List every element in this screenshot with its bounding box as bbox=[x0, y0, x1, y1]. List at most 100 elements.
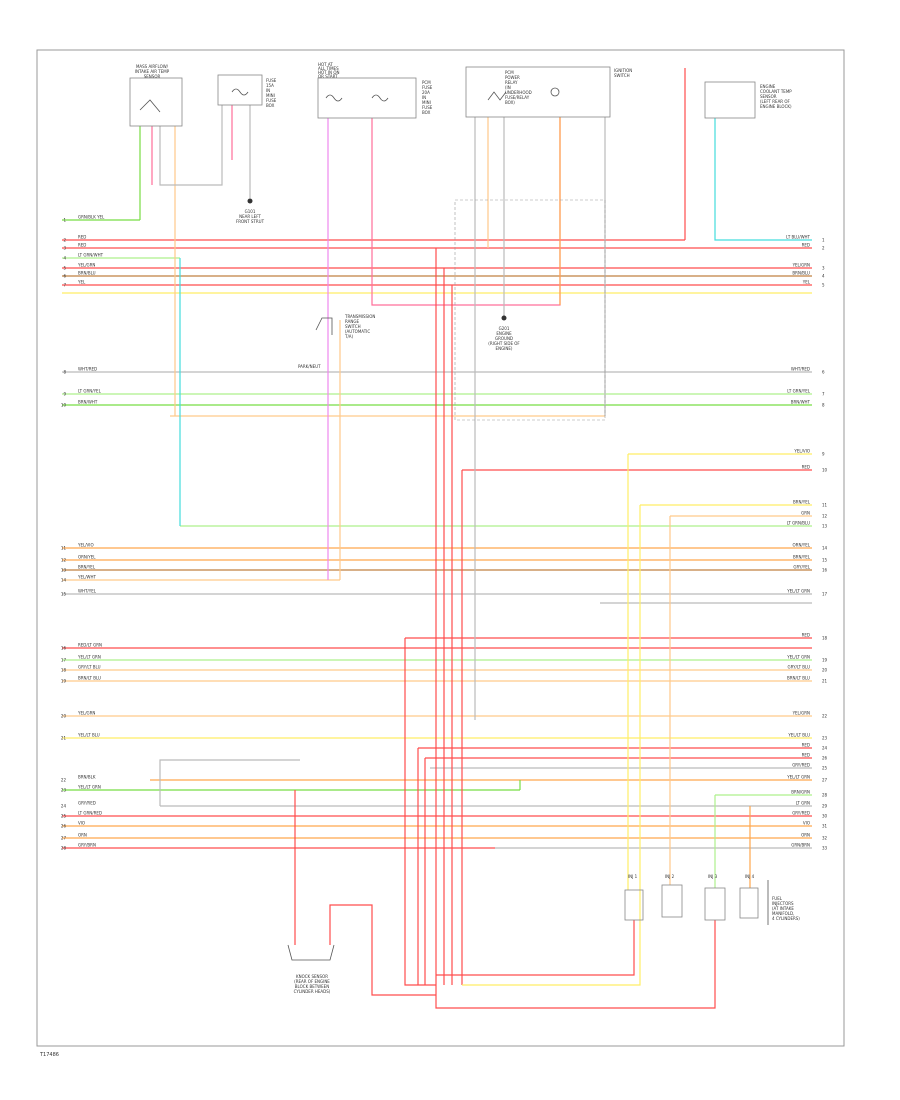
ground-left-label-line-2: NEAR LEFT bbox=[239, 214, 261, 219]
pin-right-4: 4 bbox=[822, 274, 825, 279]
wire-code-right-21: BRN/LT BLU bbox=[787, 676, 810, 681]
wire-code-right-26: RED bbox=[802, 753, 810, 758]
transmission-switch-label-line-3: SWITCH bbox=[345, 324, 361, 329]
wire-code-left-18: GRY/LT BLU bbox=[78, 665, 101, 670]
knock-sensor-label-line-3: BLOCK BETWEEN bbox=[295, 984, 329, 989]
wire-code-right-15: BRN/YEL bbox=[793, 555, 811, 560]
pin-right-15: 15 bbox=[822, 558, 828, 563]
pin-right-22: 22 bbox=[822, 714, 828, 719]
injector-1-box bbox=[624, 889, 644, 921]
inj2-wire-yellow bbox=[462, 505, 641, 986]
inj3-return-red bbox=[435, 920, 716, 1009]
pin-right-1: 1 bbox=[822, 238, 825, 243]
pin-right-32: 32 bbox=[822, 836, 828, 841]
wire-code-right-2: RED bbox=[802, 243, 810, 248]
wire-code-right-1: LT BLU/WHT bbox=[786, 235, 810, 240]
pin-left-4: 4 bbox=[63, 256, 66, 261]
wire-code-left-1: GRN/BLK YEL bbox=[78, 215, 105, 220]
fuses-mid-label-line-6: FUSE bbox=[422, 105, 433, 110]
pin-left-25: 25 bbox=[61, 814, 67, 819]
injector-2-box bbox=[661, 884, 683, 918]
pin-left-12: 12 bbox=[61, 558, 67, 563]
pin-left-10: 10 bbox=[61, 403, 67, 408]
wire-code-left-6: BRN/BLU bbox=[78, 271, 96, 276]
ground-left-label-line-3: FRONT STRUT bbox=[236, 219, 265, 224]
pcm-relay-label-line-2: POWER bbox=[505, 75, 520, 80]
pin-left-3: 3 bbox=[63, 246, 66, 251]
pin-right-23: 23 bbox=[822, 736, 828, 741]
knock-sensor-label-line-2: (REAR OF ENGINE bbox=[294, 979, 330, 984]
wire-code-left-21: YEL/LT BLU bbox=[77, 733, 100, 738]
pin-right-8: 8 bbox=[822, 403, 825, 408]
pcm-relay-label-line-5: UNDERHOOD bbox=[505, 90, 532, 95]
pcm-relay-label-line-1: PCM bbox=[505, 70, 514, 75]
pcm-relay-label-line-4: (IN bbox=[505, 85, 511, 90]
pin-right-6: 6 bbox=[822, 370, 825, 375]
fuses-mid-header-line-3: HOT IN ON bbox=[318, 70, 339, 75]
wire-code-right-19: YEL/LT GRN bbox=[786, 655, 810, 660]
pin-left-7: 7 bbox=[63, 283, 66, 288]
wire-code-left-9: LT GRN/YEL bbox=[78, 389, 102, 394]
wire-code-left-3: RED bbox=[78, 243, 86, 248]
transmission-switch-label-line-4: (AUTOMATIC bbox=[345, 329, 370, 334]
pin-right-18: 18 bbox=[822, 636, 828, 641]
pcm-relay-side-label-line-1: IGNITION bbox=[614, 68, 632, 73]
wire-code-left-10: BRN/WHT bbox=[78, 400, 98, 405]
wire-code-left-22: BRN/BLK bbox=[78, 775, 96, 780]
footer-code: T17486 bbox=[39, 1052, 59, 1058]
knock-sensor-label-line-4: CYLINDER HEADS) bbox=[294, 989, 331, 994]
pcm-relay-coil-symbol bbox=[487, 91, 507, 101]
wire-layer bbox=[62, 68, 812, 1009]
pcm-connector-dashed bbox=[454, 199, 606, 421]
wire-code-left-17: YEL/LT GRN bbox=[77, 655, 101, 660]
wire-code-left-12: ORN/YEL bbox=[78, 555, 96, 560]
wire-code-right-8: BRN/WHT bbox=[791, 400, 811, 405]
fuse-mid-pink bbox=[371, 117, 561, 306]
pcm-relay-label-line-3: RELAY bbox=[505, 80, 518, 85]
wire-code-right-13: LT GRN/BLU bbox=[787, 521, 810, 526]
pcm-relay-contact-symbol bbox=[550, 87, 560, 97]
pin-right-5: 5 bbox=[822, 283, 825, 288]
transmission-switch-label-line-1: TRANSMISSION bbox=[344, 314, 375, 319]
pin-right-11: 11 bbox=[822, 503, 828, 508]
wire-code-right-5: YEL bbox=[802, 280, 811, 285]
fuses-mid-label-line-7: BOX bbox=[422, 110, 431, 115]
pin-left-20: 20 bbox=[61, 714, 67, 719]
pin-right-20: 20 bbox=[822, 668, 828, 673]
pcm-relay-label-line-7: BOX) bbox=[505, 100, 515, 105]
maf-sensor-label-line-1: MASS AIRFLOW/ bbox=[136, 64, 169, 69]
coolant-sensor-label-line-4: (LEFT REAR OF bbox=[760, 99, 791, 104]
ground-right-label-line-3: GROUND bbox=[495, 336, 513, 341]
injectors-label-line-4: MANIFOLD, bbox=[772, 911, 794, 916]
coolant-sensor-label-line-5: ENGINE BLOCK) bbox=[760, 104, 792, 109]
wire-code-right-12: GRN bbox=[801, 511, 810, 516]
wire-code-right-16: GRY/YEL bbox=[793, 565, 810, 570]
ground-right-label-line-2: ENGINE bbox=[496, 331, 512, 336]
coolant-cyan bbox=[714, 118, 812, 241]
coolant-sensor-label-line-2: COOLANT TEMP bbox=[760, 89, 792, 94]
pin-left-27: 27 bbox=[61, 836, 67, 841]
wire-code-right-32: ORN bbox=[801, 833, 810, 838]
fuses-mid-label-line-3: 20A bbox=[422, 90, 430, 95]
wire-code-right-27: YEL/LT GRN bbox=[786, 775, 810, 780]
transmission-switch-label-line-2: RANGE bbox=[345, 319, 359, 324]
pin-left-14: 14 bbox=[61, 578, 67, 583]
wire-code-right-4: BRN/BLU bbox=[792, 271, 810, 276]
wire-code-left-15: WHT/YEL bbox=[78, 589, 97, 594]
pin-right-10: 10 bbox=[822, 468, 828, 473]
wire-code-right-25: GRY/RED bbox=[792, 763, 810, 768]
wire-code-right-3: YEL/GRN bbox=[792, 263, 810, 268]
transmission-switch-symbol bbox=[315, 317, 333, 335]
pin-left-2: 2 bbox=[63, 238, 66, 243]
wire-code-left-13: BRN/YEL bbox=[78, 565, 96, 570]
wire-code-right-31: VIO bbox=[803, 821, 810, 826]
pin-right-24: 24 bbox=[822, 746, 828, 751]
trunk-red-5 bbox=[404, 638, 436, 986]
fuse-left-symbol bbox=[231, 88, 249, 96]
transmission-switch-name: PARK/NEUT bbox=[298, 364, 321, 369]
transmission-switch-label-line-5: T/A) bbox=[344, 334, 354, 339]
ground-right-label-line-4: (RIGHT SIDE OF bbox=[488, 341, 520, 346]
wire-code-left-5: YEL/GRN bbox=[77, 263, 95, 268]
fuses-mid-header-line-1: HOT AT bbox=[318, 62, 333, 67]
wire-code-left-4: LT GRN/WHT bbox=[78, 253, 104, 258]
